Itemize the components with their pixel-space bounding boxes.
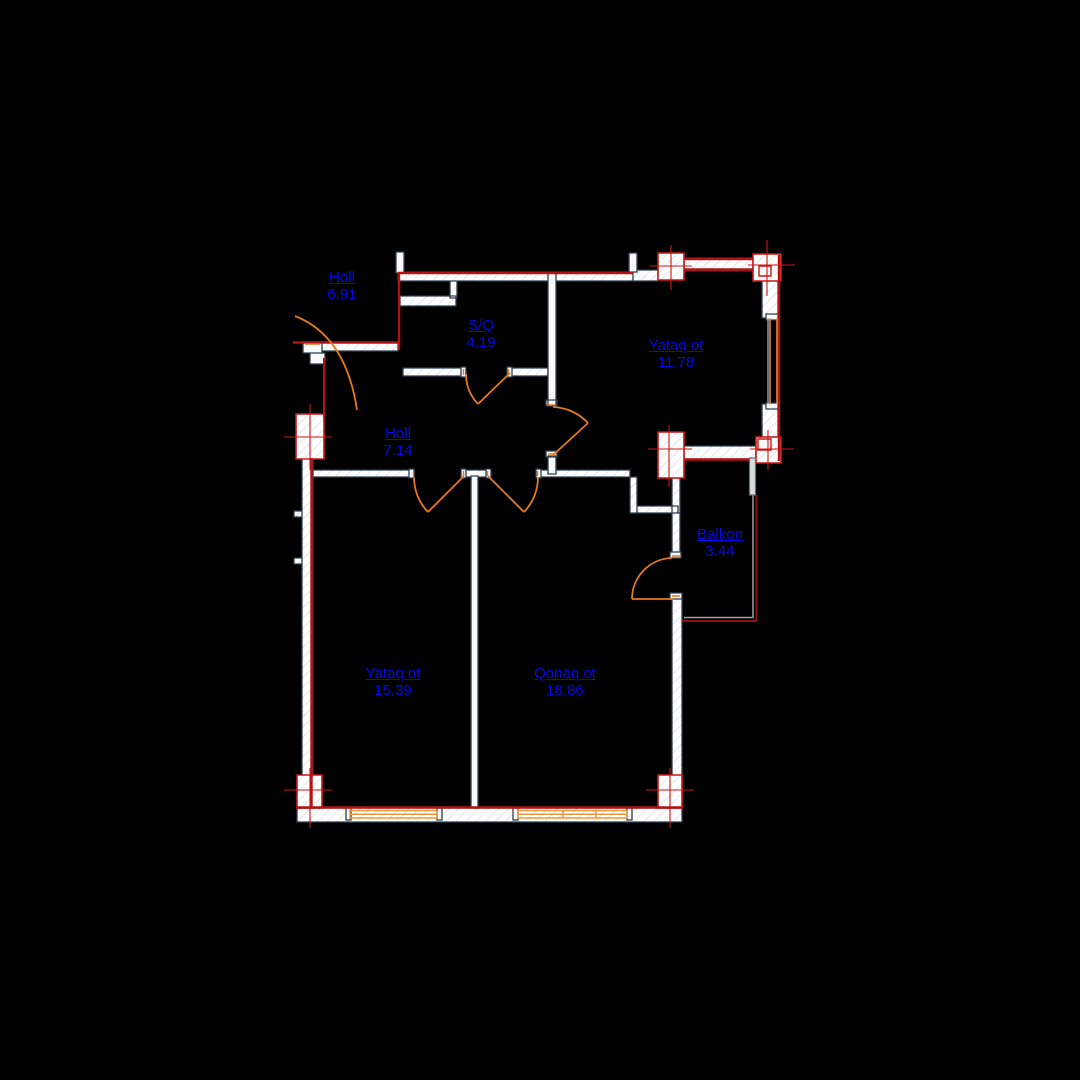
door-swings — [294, 315, 673, 600]
columns — [295, 252, 782, 809]
windows — [349, 318, 778, 819]
axis-marks — [284, 240, 795, 828]
balcony-rail-outer — [682, 495, 758, 622]
plain-walls — [302, 251, 779, 821]
door-jamb-ticks — [305, 343, 680, 597]
red-wall-lines — [293, 255, 781, 809]
balcony-rail-inner — [684, 495, 754, 619]
balcony-rail-post — [748, 457, 757, 496]
